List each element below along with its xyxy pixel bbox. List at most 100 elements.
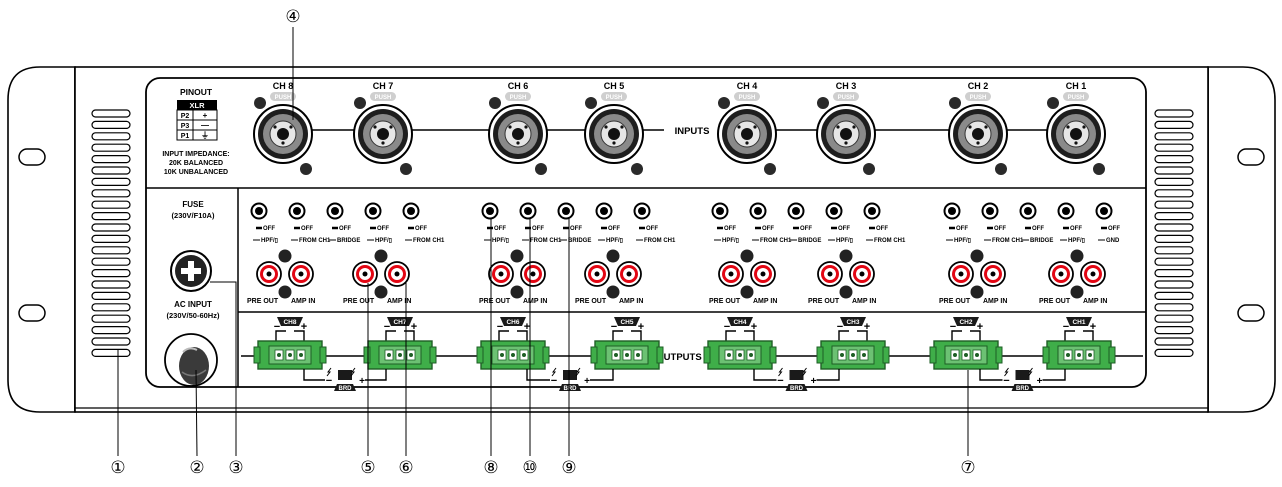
push-tab[interactable] (601, 92, 627, 101)
switch-top-label: OFF (724, 226, 736, 232)
outputs-label: OUTPUTS (656, 352, 701, 363)
vent-slot (91, 212, 131, 221)
amp-in-label: AMP IN (291, 298, 315, 305)
vent-slot (91, 234, 131, 243)
pinout-pin: P2 (181, 113, 190, 120)
rca-jack[interactable] (817, 261, 843, 287)
switch-bottom-label: FROM CH1 (530, 238, 562, 244)
rca-jack[interactable] (948, 261, 974, 287)
dip-switch[interactable]: OFF FROM CH1 (519, 202, 562, 245)
push-tab[interactable] (965, 92, 991, 101)
vent-slot (1154, 269, 1194, 278)
screw-icon (374, 249, 388, 263)
amp-in-label: AMP IN (619, 298, 643, 305)
pinout-pin: P3 (181, 123, 190, 130)
bridge-indicator: −+BRD (753, 367, 840, 392)
rca-jack[interactable] (488, 261, 514, 287)
push-tab[interactable] (370, 92, 396, 101)
vent-slot (1154, 189, 1194, 198)
impedance-line: 10K UNBALANCED (164, 169, 228, 176)
rca-jack[interactable] (288, 261, 314, 287)
push-tab[interactable] (270, 92, 296, 101)
screw-icon (764, 163, 776, 175)
rca-jack[interactable] (718, 261, 744, 287)
speaker-output-terminal[interactable]: CH3−+ (816, 317, 890, 370)
screw-icon (510, 249, 524, 263)
rca-jack[interactable] (849, 261, 875, 287)
push-tab[interactable] (734, 92, 760, 101)
rca-jack[interactable] (584, 261, 610, 287)
rca-jack[interactable] (750, 261, 776, 287)
switch-top-label: OFF (800, 226, 812, 232)
switch-top-label: OFF (956, 226, 968, 232)
vent-slot (1154, 280, 1194, 289)
rca-jack[interactable] (256, 261, 282, 287)
speaker-output-terminal[interactable]: CH4−+ (703, 317, 777, 370)
rca-jack[interactable] (1048, 261, 1074, 287)
callout-marker: ④ (285, 7, 301, 120)
callout-marker: ② (189, 369, 205, 478)
minus-sign: − (326, 375, 332, 387)
fuse-holder-icon[interactable] (170, 250, 212, 292)
speaker-output-terminal[interactable]: CH2−+ (929, 317, 1003, 370)
rca-jack[interactable] (616, 261, 642, 287)
switch-top-label: OFF (532, 226, 544, 232)
speaker-output-terminal[interactable]: CH7−+ (363, 317, 437, 370)
rack-slot-icon (1237, 148, 1265, 166)
speaker-output-terminal[interactable]: CH1−+ (1042, 317, 1116, 370)
switch-top-label: OFF (301, 226, 313, 232)
rca-jack[interactable] (352, 261, 378, 287)
push-label: PUSH (510, 95, 527, 101)
push-tab[interactable] (505, 92, 531, 101)
input-channel-label: CH 3 (836, 81, 857, 91)
rca-jack[interactable] (520, 261, 546, 287)
vent-slot (91, 120, 131, 130)
callout-number: ⑩ (522, 458, 537, 478)
ac-power-cord-icon[interactable] (164, 333, 218, 387)
speaker-output-terminal[interactable]: CH5−+ (590, 317, 664, 370)
speaker-output-terminal[interactable]: CH6−+ (476, 317, 550, 370)
screw-icon (300, 163, 312, 175)
push-tab[interactable] (833, 92, 859, 101)
right-rack-ear (1207, 66, 1276, 413)
rca-jack[interactable] (1080, 261, 1106, 287)
speaker-output-terminal[interactable]: CH8−+ (253, 317, 327, 370)
switch-bottom-label: HPF/▯ (261, 238, 278, 244)
rca-jack[interactable] (384, 261, 410, 287)
plus-sign: + (811, 376, 817, 387)
push-tab[interactable] (1063, 92, 1089, 101)
plus-sign: + (638, 321, 644, 333)
vent-slot (91, 109, 131, 118)
left-vent-grille (91, 109, 131, 357)
rca-jack[interactable] (980, 261, 1006, 287)
